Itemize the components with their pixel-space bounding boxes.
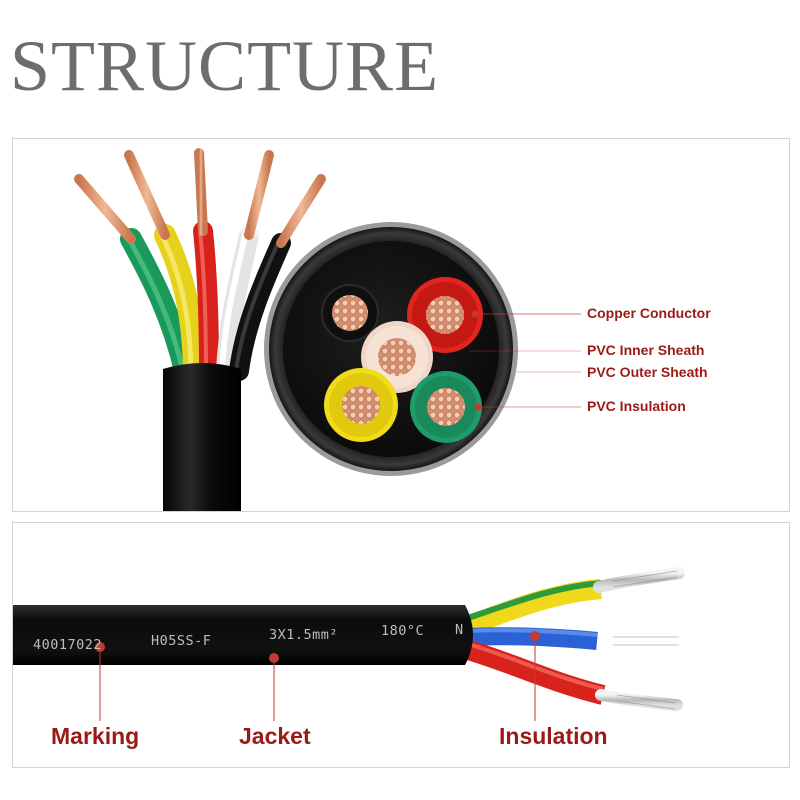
pvc-inner-sheath-label: PVC Inner Sheath <box>587 342 705 358</box>
cable-cross-section-illustration <box>74 148 581 511</box>
marking-type: H05SS-F <box>151 633 212 649</box>
black-wire <box>229 233 291 381</box>
marking-suffix: N <box>455 622 464 638</box>
cable-side-view-illustration <box>13 567 687 721</box>
cable-jacket-horizontal <box>13 605 473 665</box>
side-view-panel: 40017022 H05SS-F 3X1.5mm² 180°C N Markin… <box>12 522 790 768</box>
yellow-wire <box>154 224 205 382</box>
copper-strand-ends <box>74 148 326 248</box>
marking-temp: 180°C <box>381 623 425 639</box>
cross-section-panel: Copper Conductor PVC Inner Sheath PVC Ou… <box>12 138 790 512</box>
white-wire <box>216 225 259 381</box>
pvc-insulation-label: PVC Insulation <box>587 398 686 414</box>
cross-section <box>264 222 518 476</box>
page-title: STRUCTURE <box>10 26 440 106</box>
fanned-wires <box>74 148 326 382</box>
jacket-label: Jacket <box>239 723 311 749</box>
copper-conductor-label: Copper Conductor <box>587 305 711 321</box>
red-wire <box>193 221 219 381</box>
red-wire-side <box>462 639 606 705</box>
side-wires <box>461 567 687 711</box>
marking-size: 3X1.5mm² <box>269 627 339 643</box>
side-leader-lines <box>95 631 540 721</box>
marking-code: 40017022 <box>33 637 103 653</box>
marking-label: Marking <box>51 723 140 749</box>
insulation-label: Insulation <box>499 723 608 749</box>
pvc-outer-sheath-label: PVC Outer Sheath <box>587 364 708 380</box>
leader-lines <box>469 310 581 411</box>
yellow-green-wire <box>461 579 602 637</box>
cable-jacket-vertical <box>163 363 241 511</box>
